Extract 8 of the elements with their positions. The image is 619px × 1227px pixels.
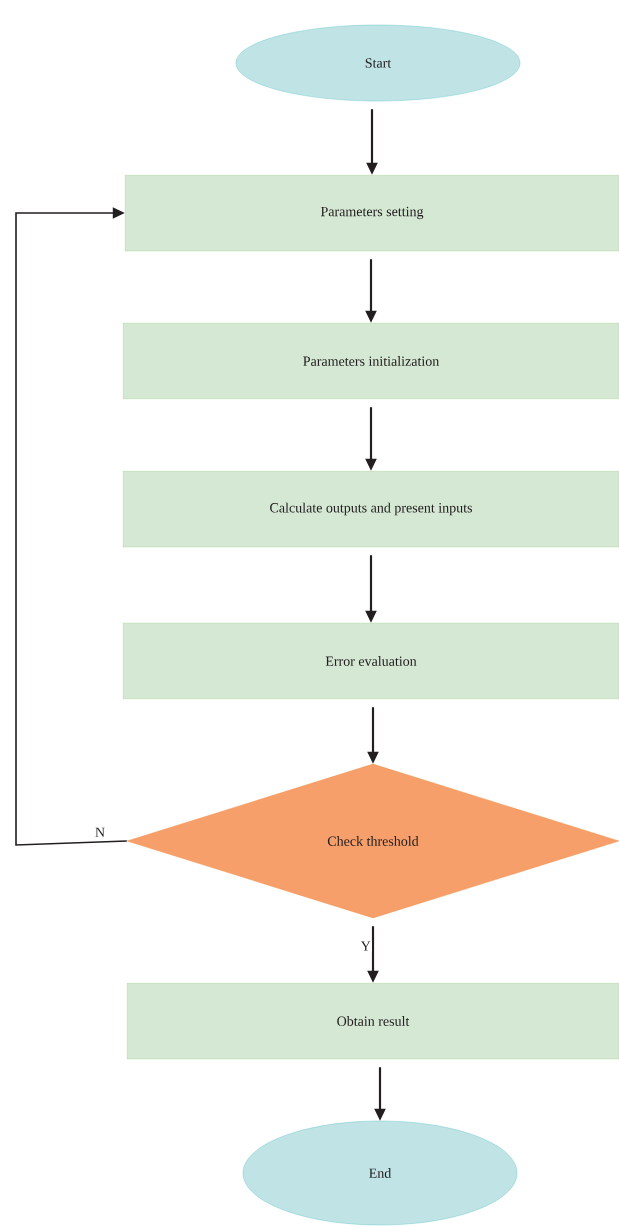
process-box: Error evaluation bbox=[122, 622, 619, 700]
process-box: Parameters initialization bbox=[122, 322, 619, 400]
process-box: Obtain result bbox=[126, 982, 619, 1060]
process-box: Parameters setting bbox=[124, 174, 619, 252]
process-box: Calculate outputs and present inputs bbox=[122, 470, 619, 548]
edge-label: Y bbox=[359, 940, 372, 952]
edge-label: N bbox=[93, 826, 107, 838]
arrow bbox=[15, 207, 128, 846]
